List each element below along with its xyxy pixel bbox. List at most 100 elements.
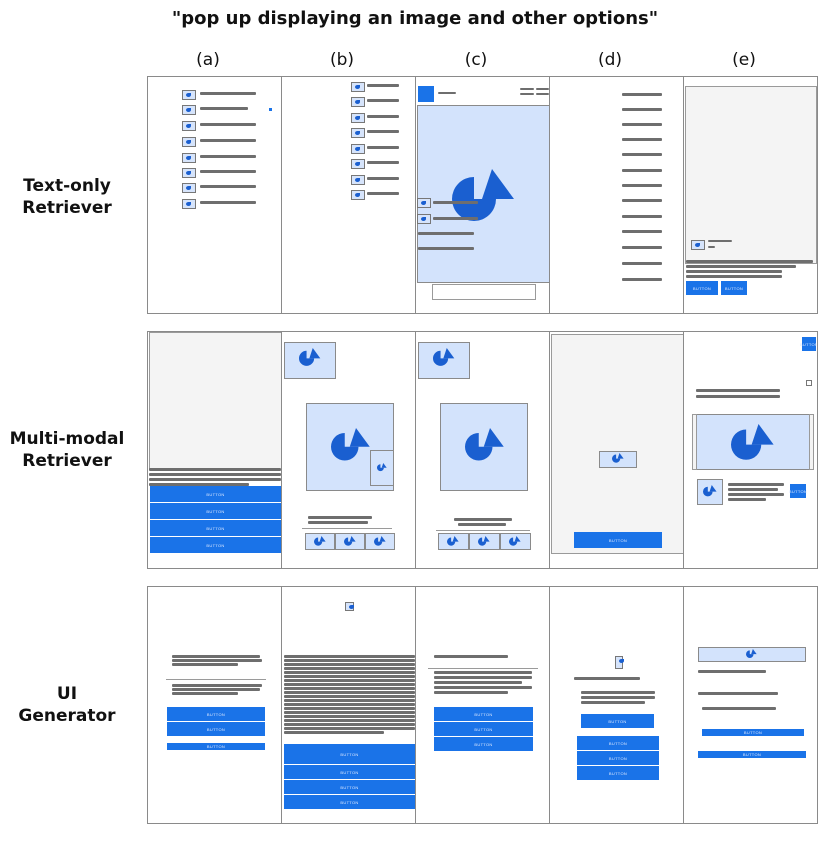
image-icon [351,113,365,123]
image-icon [417,214,431,224]
image-logo-icon [452,169,514,221]
text-line [434,655,508,658]
text-line [284,691,415,694]
text-line [433,217,478,220]
text-line [698,670,766,673]
text-line [686,270,782,273]
text-line [536,88,549,90]
image-icon [351,82,365,92]
image-icon [351,159,365,169]
image-icon [351,190,365,200]
carousel-left-arrow[interactable] [692,414,697,470]
divider [436,530,530,531]
text-line [696,395,780,398]
text-line [149,478,281,481]
panel-generator-c: BUTTON BUTTON BUTTON [415,586,550,824]
text-line [536,93,549,95]
button[interactable]: BUTTON [284,780,415,794]
text-line [434,676,532,679]
image-logo-icon [746,649,757,658]
image-icon [351,97,365,107]
button[interactable]: BUTTON [789,484,807,498]
button[interactable]: BUTTON [721,281,747,295]
gray-background [685,86,817,264]
column-label-b: (b) [329,50,355,70]
panel-multimodal-c [415,331,550,569]
button[interactable]: BUTTON [698,751,806,758]
image-logo-icon [731,424,774,460]
panel-text-d [549,76,684,314]
button[interactable]: BUTTON [702,729,804,736]
divider [428,668,538,669]
text-line [308,516,372,519]
button[interactable]: BUTTON [577,766,659,780]
text-line [581,691,655,694]
button[interactable]: BUTTON [167,707,265,721]
button[interactable]: BUTTON [167,743,265,750]
button[interactable]: BUTTON [150,503,281,519]
text-line [686,275,782,278]
button[interactable]: BUTTON [150,520,281,536]
image-icon [351,175,365,185]
panel-multimodal-b [281,331,416,569]
button[interactable]: BUTTON [581,714,654,728]
text-line [172,655,260,658]
text-line [149,468,281,471]
text-line [581,696,655,699]
text-line [622,278,662,281]
button[interactable]: BUTTON [167,722,265,736]
button[interactable]: BUTTON [686,281,718,295]
text-line [367,177,399,180]
text-line [200,107,248,110]
button[interactable]: BUTTON [284,765,415,779]
checkbox[interactable] [806,380,812,386]
text-line [200,201,256,204]
text-line [438,92,456,94]
button[interactable]: BUTTON [434,737,533,751]
text-line [367,146,399,149]
text-line [708,246,715,248]
button[interactable]: BUTTON [150,537,281,553]
text-line [284,711,415,714]
text-line [284,703,415,706]
carousel-right-arrow[interactable] [809,414,814,470]
panel-text-c [415,76,550,314]
text-line [284,667,415,670]
text-line [200,155,256,158]
input-box[interactable] [432,284,536,300]
text-line [728,493,784,496]
text-line [686,265,796,268]
text-line [200,139,256,142]
image-placeholder [417,105,549,283]
text-line [284,731,384,734]
text-line [622,184,662,187]
text-line [367,84,399,87]
button[interactable]: BUTTON [800,337,817,351]
text-line [520,88,534,90]
button[interactable]: BUTTON [577,751,659,765]
text-line [418,247,474,250]
image-icon [182,121,196,131]
divider [302,528,392,529]
text-line [622,138,662,141]
text-line [172,684,262,687]
button[interactable]: BUTTON [284,795,415,809]
text-line [284,687,415,690]
panel-text-a [147,76,282,314]
panel-generator-d: BUTTON BUTTON BUTTON BUTTON [549,586,684,824]
text-line [200,123,256,126]
button[interactable]: BUTTON [150,486,281,502]
image-icon [182,153,196,163]
button[interactable]: BUTTON [434,722,533,736]
text-line [728,488,778,491]
image-logo-icon [509,536,521,546]
button[interactable]: BUTTON [574,532,662,548]
button[interactable]: BUTTON [434,707,533,721]
button[interactable]: BUTTON [284,744,415,764]
text-line [702,707,776,710]
panel-multimodal-e: BUTTON BUTTON [683,331,818,569]
figure-title: "pop up displaying an image and other op… [171,8,659,29]
button[interactable]: BUTTON [577,736,659,750]
text-line [284,707,415,710]
